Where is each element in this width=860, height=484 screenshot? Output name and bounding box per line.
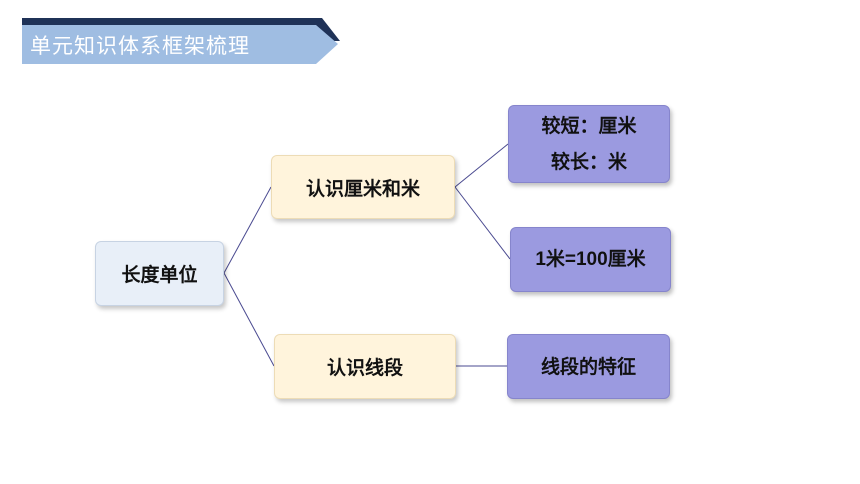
- connector-mid1-to-leaf1: [454, 143, 509, 188]
- connector-root-to-mid1: [223, 186, 272, 274]
- branch-node-label: 认识线段: [326, 357, 403, 379]
- leaf-node-short-long: 较短：厘米 较长：米: [508, 105, 670, 183]
- root-node-label: 长度单位: [121, 264, 198, 286]
- title-banner: 单元知识体系框架梳理: [0, 0, 360, 70]
- leaf-line-long: 较长：米: [550, 151, 627, 173]
- leaf-node-conversion: 1米=100厘米: [510, 227, 671, 292]
- branch-node-label: 认识厘米和米: [305, 177, 420, 200]
- leaf-node-segment-features: 线段的特征: [507, 334, 670, 399]
- banner-light-band: [22, 25, 338, 64]
- page-title: 单元知识体系框架梳理: [30, 34, 250, 58]
- branch-node-line-segment: 认识线段: [274, 334, 456, 399]
- leaf-line-short: 较短：厘米: [541, 115, 637, 137]
- leaf-line-conversion: 1米=100厘米: [535, 248, 646, 270]
- connector-mid1-to-leaf2: [454, 186, 511, 260]
- root-node: 长度单位: [95, 241, 224, 306]
- connector-root-to-mid2: [223, 272, 275, 367]
- leaf-line-features: 线段的特征: [540, 355, 636, 378]
- banner-shape: [22, 18, 340, 64]
- branch-node-cm-and-m: 认识厘米和米: [271, 155, 455, 219]
